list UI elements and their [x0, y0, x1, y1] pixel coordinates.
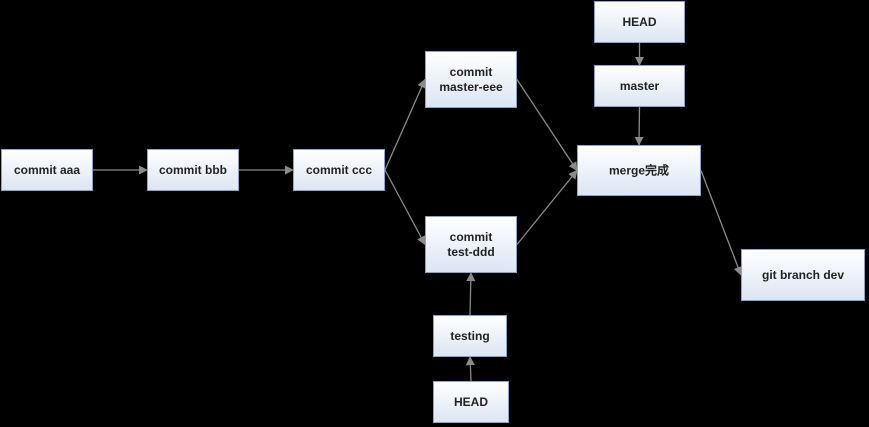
- node-label: HEAD: [454, 395, 488, 409]
- node-commit-aaa: commit aaa: [1, 149, 93, 191]
- arrow-testing-to-ddd: [466, 272, 476, 316]
- arrow-ddd-to-merge: [516, 169, 578, 245]
- node-testing: testing: [433, 315, 507, 357]
- edges: [93, 43, 743, 382]
- node-git-branch-dev: git branch dev: [741, 249, 865, 301]
- node-label: commit: [450, 230, 493, 244]
- node-commit-ccc: commit ccc: [293, 149, 385, 191]
- arrow-ccc-to-eee: [384, 78, 426, 171]
- node-label: master: [620, 79, 660, 93]
- arrow-merge-to-dev: [700, 170, 743, 276]
- node-merge-complete: merge完成: [577, 145, 701, 196]
- node-box: [594, 65, 685, 107]
- arrow-eee-to-merge: [516, 79, 578, 172]
- arrow-master-to-merge: [634, 106, 644, 146]
- node-box: [147, 149, 239, 191]
- node-label: merge完成: [609, 163, 669, 178]
- node-label: commit aaa: [14, 163, 80, 177]
- node-label: test-ddd: [447, 245, 494, 259]
- node-box: [594, 1, 685, 43]
- node-label: commit ccc: [306, 163, 372, 177]
- node-master: master: [594, 65, 685, 107]
- node-label: testing: [450, 329, 489, 343]
- node-box: [741, 249, 865, 301]
- node-head-bottom: HEAD: [433, 381, 509, 423]
- node-box: [293, 149, 385, 191]
- node-box: [433, 381, 509, 423]
- node-label: master-eee: [439, 80, 503, 94]
- node-box: [577, 145, 701, 196]
- node-commit-bbb: commit bbb: [147, 149, 239, 191]
- arrow-head_bottom-to-testing: [465, 356, 475, 382]
- node-label: git branch dev: [762, 268, 844, 282]
- node-box: [425, 51, 517, 108]
- node-head-top: HEAD: [594, 1, 685, 43]
- node-label: commit bbb: [159, 163, 227, 177]
- node-label: HEAD: [622, 15, 656, 29]
- node-box: [425, 216, 517, 273]
- arrow-ccc-to-ddd: [384, 169, 426, 246]
- node-label: commit: [450, 65, 493, 79]
- node-box: [433, 315, 507, 357]
- node-box: [1, 149, 93, 191]
